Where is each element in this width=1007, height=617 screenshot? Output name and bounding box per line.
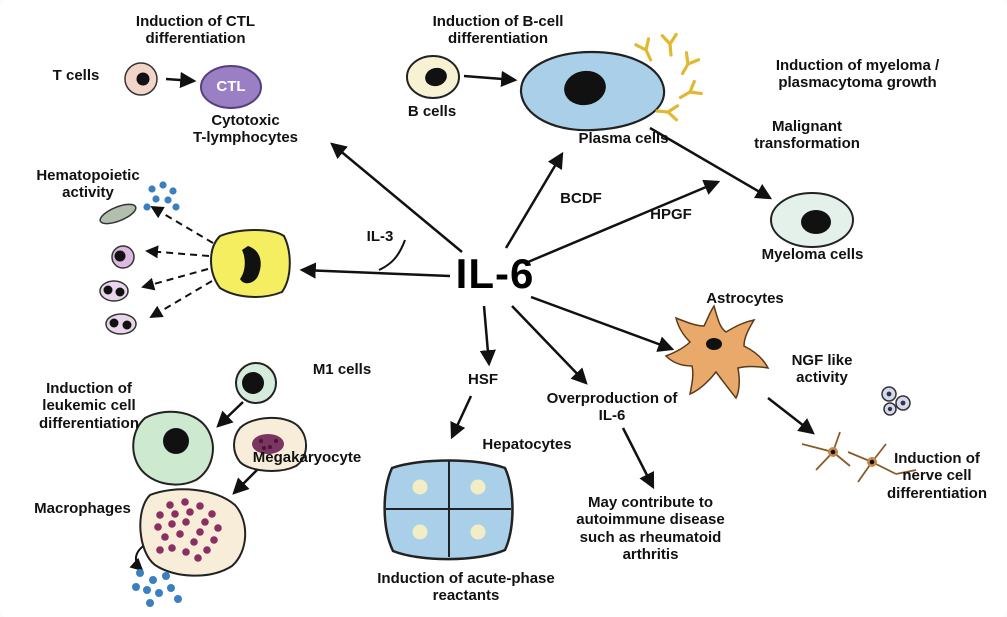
t-cell-nucleus bbox=[136, 72, 150, 86]
ctl-cell bbox=[200, 65, 262, 109]
label-macrophages: Macrophages bbox=[34, 500, 131, 517]
label-induction-ctl: Induction of CTL differentiation bbox=[135, 13, 256, 48]
m1-cell bbox=[235, 362, 277, 404]
megakaryocyte-cell bbox=[233, 416, 307, 472]
arrow-dashed-to-rod bbox=[150, 206, 214, 244]
label-hematopoietic: Hematopoietic activity bbox=[36, 167, 140, 202]
label-cytotoxic-t: Cytotoxic T-lymphocytes bbox=[192, 112, 299, 147]
arrow-il6-hpgf-to-malignant bbox=[527, 179, 721, 264]
label-bcdf: BCDF bbox=[560, 190, 602, 207]
label-hsf: HSF bbox=[468, 371, 498, 388]
b-cell-nucleus bbox=[425, 67, 447, 87]
arrow-il6-to-overproduction bbox=[511, 305, 588, 385]
macrophage-granules bbox=[154, 498, 222, 562]
arrow-bcell-to-plasma bbox=[463, 70, 518, 88]
arrow-il6-to-astrocytes bbox=[530, 295, 675, 352]
b-cell bbox=[406, 55, 460, 99]
antibody-icon bbox=[675, 79, 703, 106]
dashed-arrows bbox=[141, 206, 214, 318]
arrow-il6-to-ctl bbox=[330, 142, 463, 253]
arrow-il6-bcdf-to-plasma bbox=[504, 151, 564, 249]
antibody-icon bbox=[674, 51, 701, 79]
label-acute-phase: Induction of acute-phase reactants bbox=[377, 570, 555, 605]
small-cell-2 bbox=[99, 280, 129, 302]
label-b-cells: B cells bbox=[407, 103, 457, 120]
plasma-cell-nucleus bbox=[564, 70, 606, 106]
arrow-ngf-to-nerve bbox=[767, 397, 815, 435]
label-hepatocytes: Hepatocytes bbox=[482, 436, 572, 453]
label-malignant: Malignant transformation bbox=[754, 118, 860, 153]
arrow-overproduction-to-autoimmune bbox=[621, 427, 655, 490]
label-nerve-diff: Induction of nerve cell differentiation bbox=[887, 450, 987, 502]
arrow-hsf-to-hepatocytes bbox=[450, 395, 473, 440]
label-il3: IL-3 bbox=[366, 228, 394, 245]
small-cell-1 bbox=[111, 245, 135, 269]
label-autoimmune: May contribute to autoimmune disease suc… bbox=[576, 494, 725, 564]
arrow-dashed-to-cell2 bbox=[141, 268, 209, 291]
astrocyte-cell bbox=[664, 304, 770, 400]
leukemic-nucleus bbox=[163, 428, 189, 454]
label-hpgf: HPGF bbox=[650, 206, 692, 223]
m1-nucleus bbox=[242, 372, 264, 394]
t-cell bbox=[124, 62, 158, 96]
myeloma-nucleus bbox=[801, 210, 831, 234]
label-t-cells: T cells bbox=[52, 67, 100, 84]
nerve-cells bbox=[801, 431, 917, 483]
hepatocytes-cells bbox=[383, 459, 514, 561]
myeloma-cell bbox=[770, 192, 854, 248]
hepatocyte-walls bbox=[386, 461, 511, 557]
label-induction-bcell: Induction of B-cell differentiation bbox=[432, 13, 564, 48]
secreted-dots bbox=[132, 569, 182, 607]
arrow-plasma-to-myeloma bbox=[649, 126, 773, 200]
progenitor-cell bbox=[210, 229, 291, 298]
arrow-tcell-to-ctl bbox=[165, 71, 197, 89]
hepatocyte-nuclei bbox=[412, 479, 486, 540]
progenitor-nucleus bbox=[240, 246, 261, 284]
macrophage-cell bbox=[139, 488, 247, 577]
label-plasma-cells: Plasma cells bbox=[578, 130, 669, 147]
label-il6-center: IL-6 bbox=[455, 250, 535, 297]
label-myeloma-growth: Induction of myeloma / plasmacytoma grow… bbox=[775, 57, 940, 92]
plasma-cell bbox=[519, 50, 666, 132]
nerve-precursor-cells bbox=[881, 386, 911, 416]
label-overproduction: Overproduction of IL-6 bbox=[546, 390, 678, 425]
astrocyte-nucleus bbox=[706, 338, 722, 350]
label-myeloma-cells: Myeloma cells bbox=[761, 246, 864, 263]
arrow-dashed-to-cell1 bbox=[145, 245, 210, 259]
leukemic-cell bbox=[132, 410, 214, 486]
arrow-m1-to-leukemic bbox=[216, 401, 244, 428]
label-leukemic: Induction of leukemic cell differentiati… bbox=[39, 380, 139, 432]
arrow-il6-to-progenitor bbox=[299, 262, 451, 279]
label-megakaryocyte: Megakaryocyte bbox=[252, 449, 362, 466]
solid-arrows bbox=[129, 70, 815, 572]
label-ctl-badge: CTL bbox=[216, 78, 246, 95]
il3-curve bbox=[378, 239, 406, 271]
arrow-il6-to-hsf bbox=[479, 305, 496, 367]
label-ngf: NGF like activity bbox=[791, 352, 853, 387]
blood-dots-top bbox=[143, 181, 180, 211]
rod-cell bbox=[99, 203, 137, 225]
arrow-mega-to-macrophage bbox=[232, 467, 260, 495]
megakaryocyte-speckles bbox=[259, 439, 278, 450]
antibody-icon bbox=[660, 32, 680, 58]
small-cell-3 bbox=[105, 313, 137, 335]
label-m1-cells: M1 cells bbox=[312, 361, 372, 378]
antibody-icon bbox=[634, 37, 659, 65]
arrow-dashed-to-cell3 bbox=[149, 280, 213, 318]
label-astrocytes: Astrocytes bbox=[706, 290, 784, 307]
